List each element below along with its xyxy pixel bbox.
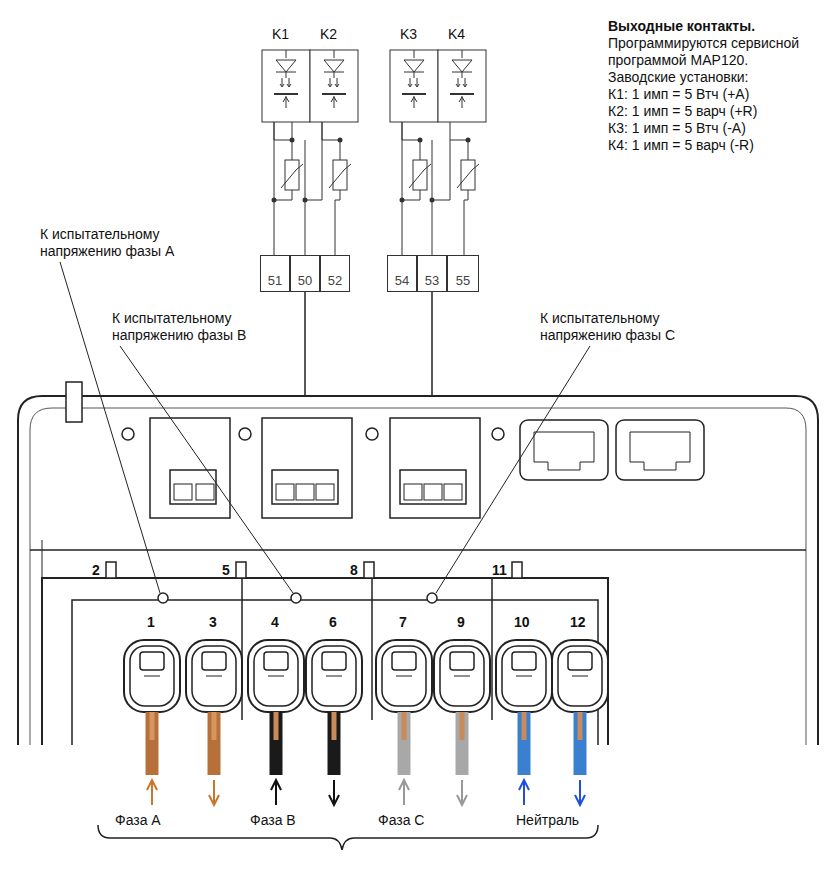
terminal-number: 8 [350,562,358,579]
note-text: Заводские установки: [608,69,748,86]
note-text: К4: 1 имп = 5 варч (-R) [608,137,754,154]
terminal-number: 9 [457,614,465,631]
output-name: K1 [272,26,289,43]
terminal-number: 4 [271,614,279,631]
terminal-number: 11 [492,562,507,579]
terminal-number: 7 [399,614,407,631]
callout-text: К испытательному напряжению фазы В [112,310,302,344]
terminal-cell: 51 [260,255,290,292]
terminal-number: 50 [298,273,312,291]
terminal-number: 53 [425,273,439,291]
note-text: К3: 1 имп = 5 Втч (-А) [608,120,746,137]
note-text: Выходные контакты. [608,18,755,35]
terminal-number: 2 [92,562,100,579]
terminal-number: 10 [514,614,530,631]
terminal-cell: 54 [387,255,417,292]
note-text: К2: 1 имп = 5 варч (+R) [608,103,757,120]
callout-text: К испытательному напряжению фазы С [540,310,730,344]
terminal-number: 3 [209,614,217,631]
terminal-cell: 53 [417,255,447,292]
output-name: K2 [320,26,337,43]
terminal-number: 1 [147,614,155,631]
terminal-number: 55 [456,273,470,291]
callout-text: К испытательному напряжению фазы А [40,226,220,260]
terminal-number: 5 [222,562,230,579]
output-name: K3 [400,26,417,43]
terminal-cell: 50 [290,255,320,292]
terminal-number: 51 [268,273,282,291]
terminal-number: 52 [328,273,342,291]
wire-label: Фаза С [378,812,424,829]
terminal-number: 12 [570,614,586,631]
note-text: Программируются сервисной программой МАР… [608,35,834,69]
output-name: K4 [448,26,465,43]
terminal-cell: 52 [320,255,350,292]
wire-label: Нейтраль [516,812,579,829]
note-text: К1: 1 имп = 5 Втч (+А) [608,86,749,103]
terminal-cell: 55 [447,255,479,292]
wire-label: Фаза А [115,812,161,829]
wire-label: Фаза В [250,812,296,829]
terminal-number: 6 [329,614,337,631]
terminal-number: 54 [395,273,409,291]
